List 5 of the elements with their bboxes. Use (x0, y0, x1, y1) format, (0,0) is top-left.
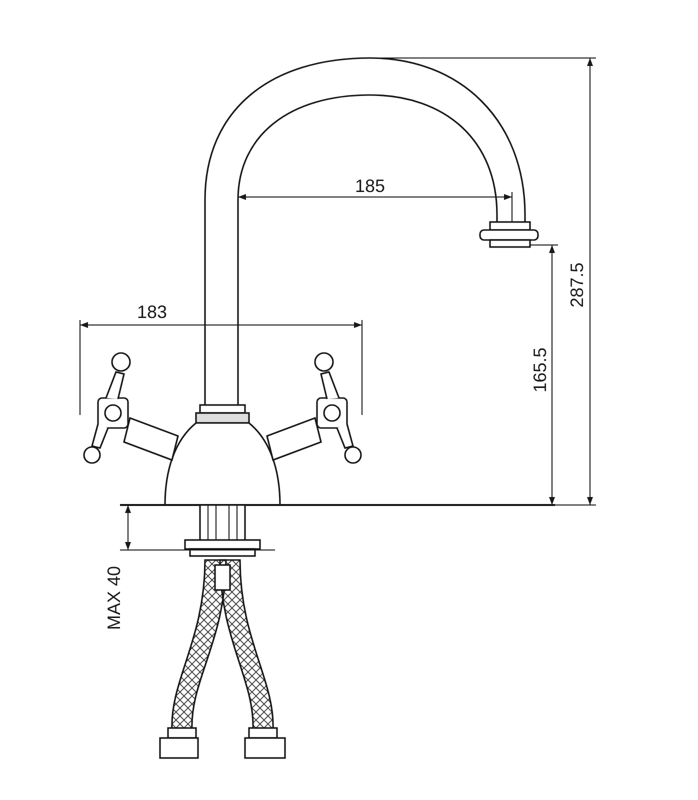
dimension-label: 185 (354, 177, 386, 195)
dimension-label: 165.5 (531, 347, 549, 393)
dimension-label: MAX 40 (105, 566, 123, 630)
dimension-label: 287.5 (568, 262, 586, 308)
dimension-label: 183 (136, 303, 168, 321)
